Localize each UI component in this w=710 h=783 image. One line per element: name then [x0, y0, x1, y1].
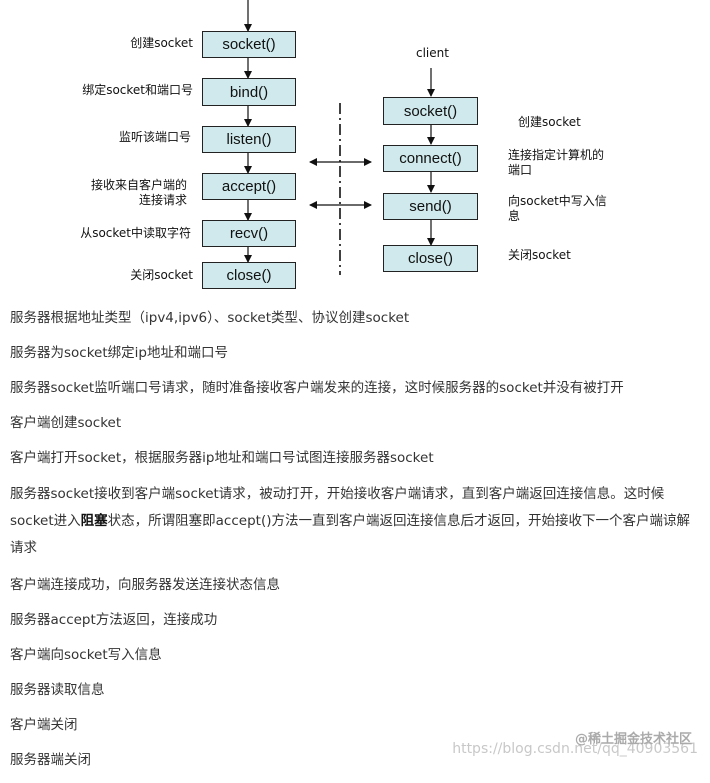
step6-part1: 服务器socket接收到客户端socket请求，被动打开，开始接收客户端请求，直… — [10, 486, 665, 529]
label-send-line1: 向socket中写入信 — [508, 194, 607, 208]
label-connect-line2: 端口 — [508, 163, 533, 177]
step6-part2: 状态，所谓阻塞即accept()方法一直到客户端返回连接信息后才返回，开始接收下… — [10, 513, 690, 556]
label-client-create: 创建socket — [518, 115, 581, 129]
step-item: 服务器为socket绑定ip地址和端口号 — [10, 345, 228, 361]
server-accept-box: accept() — [202, 173, 296, 200]
server-socket-box: socket() — [202, 31, 296, 58]
step-item: 客户端向socket写入信息 — [10, 647, 162, 663]
label-bind-socket: 绑定socket和端口号 — [82, 83, 193, 97]
label-connect-line1: 连接指定计算机的 — [508, 148, 605, 162]
client-title: client — [416, 46, 449, 60]
label-accept-line2: 连接请求 — [138, 193, 187, 207]
socket-flow-diagram — [244, 0, 435, 275]
client-socket-box: socket() — [383, 97, 478, 125]
step-item: 服务器端关闭 — [10, 752, 91, 768]
client-send-box: send() — [383, 193, 478, 220]
step-item: 服务器socket监听端口号请求，随时准备接收客户端发来的连接，这时候服务器的s… — [10, 380, 624, 396]
step-item: 服务器读取信息 — [10, 682, 105, 698]
step-item: 服务器根据地址类型（ipv4,ipv6）、socket类型、协议创建socket — [10, 310, 410, 326]
step-item: 服务器accept方法返回，连接成功 — [10, 612, 218, 628]
step-item: 客户端创建socket — [10, 415, 122, 431]
server-recv-box: recv() — [202, 220, 296, 247]
label-send-line2: 息 — [508, 209, 521, 223]
step-list: 服务器根据地址类型（ipv4,ipv6）、socket类型、协议创建socket… — [10, 306, 700, 783]
label-accept-line1: 接收来自客户端的 — [90, 178, 187, 192]
step-item: 服务器socket接收到客户端socket请求，被动打开，开始接收客户端请求，直… — [10, 481, 700, 562]
step-item: 客户端打开socket，根据服务器ip地址和端口号试图连接服务器socket — [10, 450, 434, 466]
label-listen-port: 监听该端口号 — [118, 130, 191, 144]
watermark-url: https://blog.csdn.net/qq_40903561 — [452, 741, 698, 757]
server-bind-box: bind() — [202, 78, 296, 106]
watermark-brand: @稀土掘金技术社区 — [574, 732, 692, 747]
step6-bold: 阻塞 — [80, 513, 108, 529]
client-connect-box: connect() — [383, 145, 478, 172]
step-item: 客户端连接成功，向服务器发送连接状态信息 — [10, 577, 280, 593]
label-server-close: 关闭socket — [130, 268, 193, 282]
label-create-socket: 创建socket — [130, 36, 193, 50]
client-close-box: close() — [383, 245, 478, 272]
server-close-box: close() — [202, 262, 296, 289]
label-client-close: 关闭socket — [508, 248, 571, 262]
label-recv: 从socket中读取字符 — [80, 226, 191, 240]
step-item: 客户端关闭 — [10, 717, 78, 733]
server-listen-box: listen() — [202, 126, 296, 153]
